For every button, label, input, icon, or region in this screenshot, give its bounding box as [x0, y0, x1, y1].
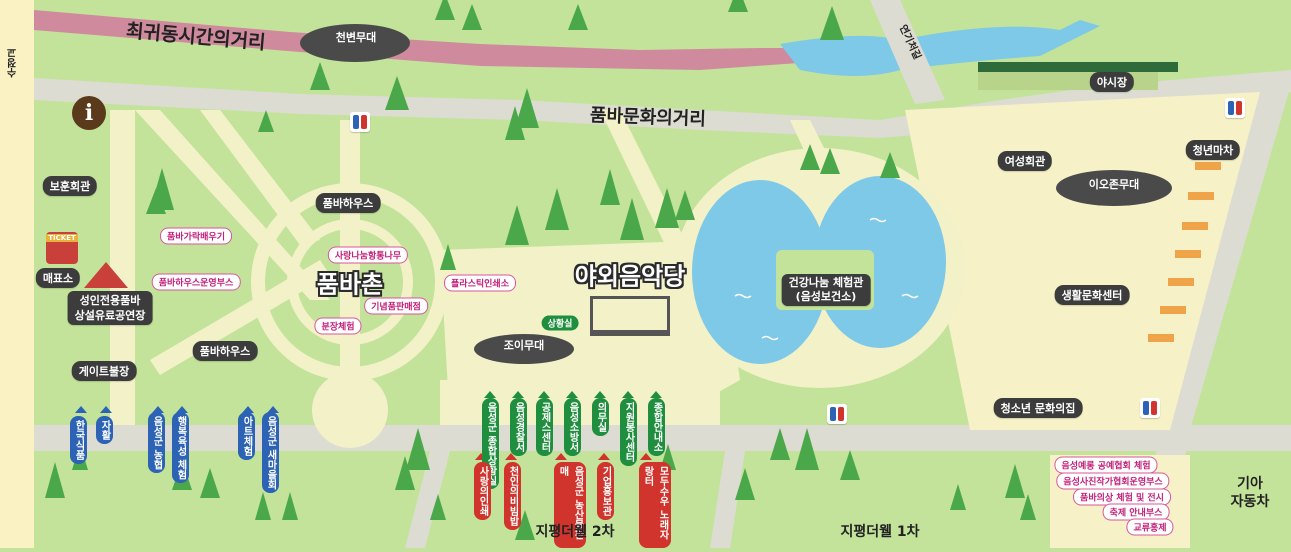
booth-center-4[interactable]: 의무실 [592, 398, 609, 436]
pill-life-center[interactable]: 생활문화센터 [1054, 285, 1130, 305]
stage-ioh[interactable] [1056, 170, 1172, 206]
pill-adult-theater[interactable]: 성인전용품바 상설유료공연장 [67, 291, 153, 325]
tag-plastic-print[interactable]: 플라스틱인쇄소 [444, 274, 516, 292]
restroom-icon[interactable] [1140, 398, 1160, 418]
right-list-0[interactable]: 음성예롱 공예협회 체험 [1054, 456, 1158, 474]
outdoor-stage-rig [590, 296, 670, 336]
pill-women-hall[interactable]: 여성회관 [997, 151, 1053, 171]
info-icon[interactable]: i [72, 96, 106, 130]
label-kia: 기아 자동차 [1230, 476, 1270, 510]
booth-left-0[interactable]: 한국식품 [70, 416, 87, 464]
road-label-main: 품바문화의거리 [589, 104, 707, 131]
tag-love-tree[interactable]: 사랑나눔항통나무 [327, 246, 409, 264]
tent-icon [84, 262, 128, 288]
booth-center-5[interactable]: 지원봉사센터 [620, 398, 637, 466]
tag-memorial-photo[interactable]: 기념품판매점 [364, 297, 428, 315]
booth-bottom-1[interactable]: 천인의비빔밥 [504, 462, 521, 530]
ticket-booth-icon: TICKET [46, 232, 78, 264]
tag-makeup[interactable]: 분장체험 [314, 317, 362, 335]
stage-cheonbyeon[interactable] [300, 24, 410, 62]
label-jipyeong-2: 지평더웰 2차 [535, 524, 615, 540]
stage-joi[interactable] [474, 334, 574, 364]
pill-gate-fire[interactable]: 게이트불장 [71, 361, 137, 381]
booth-center-3[interactable]: 음성소방서 [564, 398, 581, 456]
booth-bottom-4[interactable]: 모두수우 노래자랑터 [639, 462, 671, 548]
booth-bottom-2[interactable]: 음성군 농산물판매 [554, 462, 586, 548]
booth-center-2[interactable]: 공제스센터 [536, 398, 553, 456]
right-list-1[interactable]: 음성사진작가협회운영부스 [1056, 472, 1170, 490]
booth-left-5[interactable]: 음성군 새마을회 [262, 412, 279, 494]
right-list-4[interactable]: 교류홍제 [1126, 518, 1174, 536]
tag-pumba-house-booth[interactable]: 품바하우스운영부스 [151, 273, 241, 291]
booth-left-2[interactable]: 음성군 농협 [148, 412, 165, 474]
booth-left-1[interactable]: 자활 [96, 416, 113, 444]
pumba-village-label: 품바촌 [316, 270, 384, 299]
label-jipyeong-1: 지평더웰 1차 [840, 524, 920, 540]
pill-pumba-house-1[interactable]: 품바하우스 [315, 193, 381, 213]
outdoor-theater-label: 야외음악당 [574, 262, 686, 291]
booth-left-4[interactable]: 아트체험 [238, 412, 255, 460]
booth-center-6[interactable]: 종합안내소 [648, 398, 665, 456]
booth-left-3[interactable]: 행복육성 체험 [172, 412, 189, 484]
right-list-2[interactable]: 품바의상 체험 및 전시 [1073, 488, 1171, 506]
restroom-icon[interactable] [350, 112, 370, 132]
pill-night-market[interactable]: 야시장 [1089, 72, 1135, 92]
booth-bottom-3[interactable]: 기업홍보관 [597, 462, 614, 520]
stage-label-ioh: 이오존무대 [1088, 178, 1140, 191]
booth-bottom-0[interactable]: 사랑의인쇄 [474, 462, 491, 520]
road-label-side: 수정교 [8, 48, 19, 78]
ticket-sign: TICKET [46, 234, 78, 242]
pill-health-center[interactable]: 건강나눔 체험관 (음성보건소) [781, 274, 871, 306]
pill-youth-wagon[interactable]: 청년마차 [1185, 140, 1241, 160]
stage-label-cheonbyeon: 천변무대 [335, 31, 377, 44]
tag-pumba-taryeong[interactable]: 품바가락배우기 [160, 227, 232, 245]
restroom-icon[interactable] [827, 404, 847, 424]
restroom-icon[interactable] [1225, 98, 1245, 118]
pill-ticket-office[interactable]: 매표소 [35, 268, 81, 288]
stage-label-joi: 조이무대 [503, 339, 545, 352]
pill-bohun[interactable]: 보훈회관 [42, 176, 98, 196]
booth-center-1[interactable]: 음성경찰서 [510, 398, 527, 456]
tag-waiting-room[interactable]: 상황실 [541, 315, 579, 331]
pill-pumba-house-2[interactable]: 품바하우스 [192, 341, 258, 361]
pill-youth-center[interactable]: 청소년 문화의집 [993, 398, 1083, 418]
